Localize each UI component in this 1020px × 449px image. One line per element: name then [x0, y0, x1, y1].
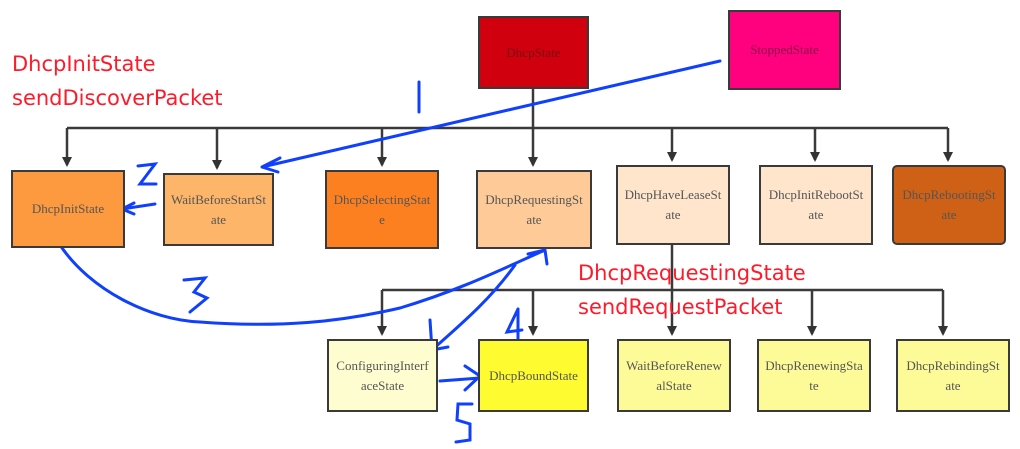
- step-4-glyph: [504, 307, 524, 342]
- requesting-action: sendRequestPacket: [578, 295, 783, 319]
- step-2-glyph: [136, 162, 159, 186]
- node-label: DhcpInitState: [31, 201, 105, 216]
- node-label: WaitBeforeStartState: [171, 191, 266, 227]
- requesting-state-annotation: DhcpRequestingState sendRequestPacket: [578, 256, 806, 324]
- arrow-step-5: [438, 364, 483, 392]
- node-label: ConfiguringInterfaceState: [336, 357, 429, 393]
- node-dhcp-init-state: DhcpInitState: [11, 170, 125, 248]
- node-label: DhcpSelectingState: [333, 191, 431, 227]
- node-label: DhcpRequestingState: [485, 191, 583, 227]
- requesting-title: DhcpRequestingState: [578, 261, 806, 285]
- node-configuring-interface-state: ConfiguringInterfaceState: [327, 339, 438, 412]
- node-dhcp-renewing-state: DhcpRenewingState: [757, 339, 871, 412]
- arrow-step-1: [260, 59, 722, 174]
- node-dhcp-selecting-state: DhcpSelectingState: [325, 170, 439, 249]
- node-label: DhcpState: [506, 44, 561, 60]
- node-dhcp-rebooting-state: DhcpRebootingState: [892, 165, 1006, 245]
- node-label: DhcpRebootingState: [902, 187, 996, 222]
- node-wait-before-renewal-state: WaitBeforeRenewalState: [617, 339, 731, 412]
- node-dhcp-requesting-state: DhcpRequestingState: [476, 170, 592, 249]
- node-dhcp-have-lease-state: DhcpHaveLeaseState: [616, 165, 730, 245]
- init-state-annotation: DhcpInitState sendDiscoverPacket: [12, 47, 223, 115]
- step-5-glyph: [454, 402, 474, 444]
- step-numbers: [136, 80, 524, 444]
- node-stopped-state: StoppedState: [728, 10, 841, 90]
- node-label: DhcpHaveLeaseState: [624, 187, 722, 222]
- node-label: DhcpRenewingState: [765, 357, 863, 393]
- node-label: StoppedState: [750, 42, 819, 57]
- arrow-step-3: [58, 243, 549, 326]
- node-dhcp-rebinding-state: DhcpRebindingState: [896, 339, 1010, 412]
- step-3-glyph: [182, 276, 210, 314]
- hierarchy-connectors: [62, 88, 953, 336]
- node-label: WaitBeforeRenewalState: [626, 357, 722, 393]
- arrow-step-4: [428, 263, 517, 352]
- node-wait-before-start-state: WaitBeforeStartState: [163, 173, 274, 246]
- node-label: DhcpRebindingState: [906, 357, 1000, 393]
- node-dhcp-bound-state: DhcpBoundState: [478, 339, 589, 412]
- arrow-step-2: [120, 201, 157, 216]
- node-dhcp-state: DhcpState: [478, 16, 589, 89]
- init-action: sendDiscoverPacket: [12, 86, 223, 110]
- node-label: DhcpInitRebootState: [768, 187, 864, 222]
- node-dhcp-init-reboot-state: DhcpInitRebootState: [759, 165, 873, 245]
- init-title: DhcpInitState: [12, 52, 156, 76]
- node-label: DhcpBoundState: [489, 367, 578, 383]
